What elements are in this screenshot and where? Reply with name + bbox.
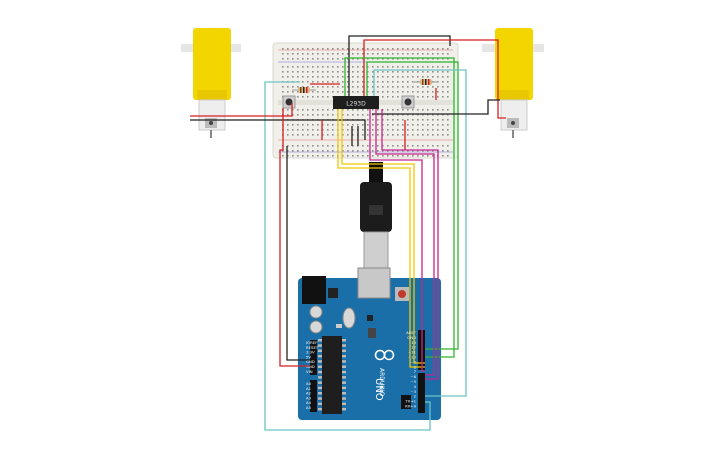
wire-yellow-1[interactable] [341,109,425,364]
pushbutton-right[interactable] [401,95,415,109]
dc-motor-right[interactable] [482,28,544,138]
wire-right-motor-black[interactable] [372,99,500,115]
arduino-model-label: UNO [373,378,384,401]
analog-pin-label-2: A2 [306,391,312,396]
digital-pin-label-9: ~6 [410,374,416,379]
digital-pin-label-13: 2 [414,394,417,399]
wire-magenta-2[interactable] [375,109,435,376]
chip-label: L293D [346,101,366,108]
power-pin-label-4: GND [306,359,315,364]
analog-pin-label-5: A5 [306,405,312,410]
wire-magenta-1[interactable] [369,109,425,372]
digital-pin-label-1: GND [407,335,416,340]
wire-red-power[interactable] [279,108,310,367]
power-pin-label-2: 3.3V [306,350,315,355]
wire-yellow-2[interactable] [337,109,425,368]
digital-pin-label-15: RX←0 [405,404,416,409]
wire-black-ground[interactable] [286,146,310,361]
power-pin-label-3: 5V [306,354,311,359]
digital-pin-label-0: AREF [406,330,416,335]
wire-black-top[interactable] [348,35,451,96]
wire-green-2[interactable] [366,61,459,350]
power-pin-label-1: RESET [306,345,319,350]
analog-pin-label-1: A1 [306,386,312,391]
power-pin-label-6: VIN [306,369,313,374]
wire-red-top[interactable] [363,39,506,119]
pushbutton-left[interactable] [282,95,296,109]
digital-pin-label-5: ~10 [408,355,417,360]
wire-left-motor-red[interactable] [190,103,293,117]
wire-teal-1[interactable] [373,69,467,397]
arduino-brand-label: ARDUINO [378,368,385,397]
digital-pin-label-12: ~3 [410,389,416,394]
wire-teal-2[interactable] [264,81,431,431]
analog-pin-label-0: A0 [306,381,312,386]
arduino-logo [374,349,395,361]
digital-pin-label-11: 4 [414,384,417,389]
analog-pin-label-3: A3 [306,395,312,400]
dc-motor-left[interactable] [181,28,241,138]
mcu-pins [318,339,346,411]
digital-pin-label-8: 7 [414,369,417,374]
power-pin-label-5: GND [306,364,315,369]
wire-magenta-3[interactable] [381,109,439,380]
resistor-right[interactable] [414,79,438,85]
wire-left-motor-black[interactable] [190,119,366,140]
digital-pin-label-4: ~11 [408,350,417,355]
power-pin-label-0: IOREF [306,340,317,345]
digital-pin-label-10: ~5 [410,379,416,384]
l293d-chip[interactable]: L293D [333,96,379,109]
resistor-left[interactable] [292,87,316,93]
usb-cable[interactable] [360,162,392,269]
wire-green-1[interactable] [344,57,455,358]
digital-pin-label-14: TX→1 [404,399,416,404]
analog-pin-label-4: A4 [306,400,312,405]
wires [190,35,506,431]
